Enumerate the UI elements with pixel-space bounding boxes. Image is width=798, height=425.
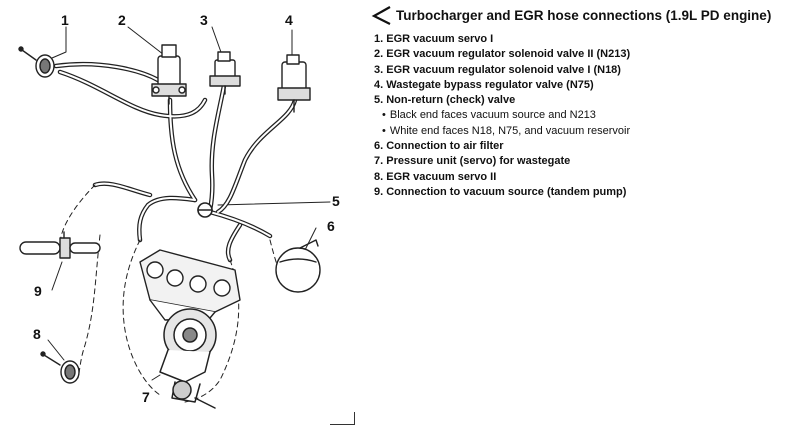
legend-panel: Turbocharger and EGR hose connections (1…	[368, 4, 788, 200]
list-subitem: White end faces N18, N75, and vacuum res…	[374, 124, 788, 139]
turbocharger	[159, 308, 217, 409]
component-list: 1. EGR vacuum servo I 2. EGR vacuum regul…	[374, 32, 788, 200]
callout-3: 3	[200, 12, 208, 28]
tandem-pump-connector	[19, 231, 101, 259]
leader-6	[304, 227, 317, 251]
egr-servo-2	[40, 351, 80, 384]
callout-9: 9	[34, 283, 42, 299]
legend-header: Turbocharger and EGR hose connections (1…	[368, 4, 788, 26]
hose-diagram: 1 2 3 4 5 6 7 8 9	[18, 12, 340, 409]
exhaust-manifold	[139, 249, 241, 321]
egr-servo-1	[18, 46, 55, 78]
list-item: 8. EGR vacuum servo II	[374, 170, 497, 183]
wastegate-valve-n75	[277, 54, 311, 113]
callout-1: 1	[61, 12, 69, 28]
callout-4: 4	[285, 12, 293, 28]
list-item: 4. Wastegate bypass regulator valve (N75…	[374, 78, 594, 91]
pointer-arrow-icon	[371, 6, 391, 25]
solenoid-valve-n18	[209, 51, 241, 95]
callout-5: 5	[332, 193, 340, 209]
callout-2: 2	[118, 12, 126, 28]
diagram-title: Turbocharger and EGR hose connections (1…	[396, 8, 772, 23]
leader-1	[51, 26, 67, 59]
callout-7: 7	[142, 389, 150, 405]
list-item: 6. Connection to air filter	[374, 140, 504, 153]
list-item: 2. EGR vacuum regulator solenoid valve I…	[374, 48, 631, 61]
callout-8: 8	[33, 326, 41, 342]
corner-mark	[330, 412, 355, 425]
leader-7	[151, 374, 161, 381]
non-return-valve	[197, 202, 213, 218]
list-item: 5. Non-return (check) valve	[374, 94, 516, 107]
leader-9	[51, 261, 63, 291]
list-subitem: Black end faces vacuum source and N213	[374, 108, 788, 123]
vacuum-reservoir	[275, 239, 321, 293]
list-item: 7. Pressure unit (servo) for wastegate	[374, 155, 571, 168]
list-item: 1. EGR vacuum servo I	[374, 33, 494, 45]
leader-3	[211, 26, 223, 56]
list-item: 9. Connection to vacuum source (tandem p…	[374, 185, 627, 198]
solenoid-valve-n213	[151, 44, 187, 105]
list-item: 3. EGR vacuum regulator solenoid valve I…	[374, 63, 621, 76]
leader-5	[217, 201, 331, 206]
leader-8	[47, 339, 65, 361]
callout-6: 6	[327, 218, 335, 234]
